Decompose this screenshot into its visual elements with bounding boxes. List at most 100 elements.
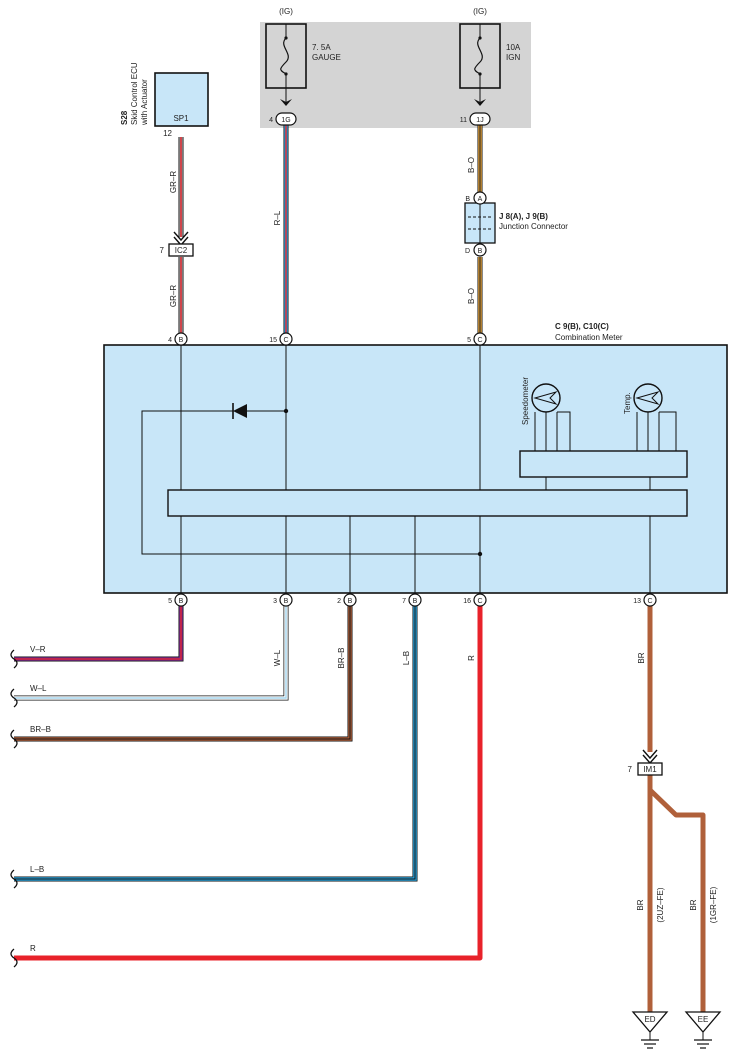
fuse-gauge-name: GAUGE	[312, 53, 341, 62]
pin-letter: B	[413, 598, 418, 605]
junction-pin-top-letter: A	[478, 196, 483, 203]
junction-dot	[477, 551, 483, 557]
wire-br-ee	[648, 788, 706, 1012]
fuse-gauge-supply: (IG)	[279, 7, 293, 16]
meter-main-module	[167, 489, 688, 517]
wire-label-r-vertical: R	[467, 655, 476, 661]
pin-letter: B	[348, 598, 353, 605]
fuse-ign-connector: 1J	[476, 117, 483, 124]
wire-label-r-l: R–L	[273, 210, 282, 225]
pin-letter: C	[283, 337, 288, 344]
fuse-ign-pin-number: 11	[460, 117, 467, 124]
wire-label-b-o-lower: B–O	[467, 288, 476, 304]
wire-l-b	[14, 606, 418, 882]
pin-number: 5	[168, 598, 172, 605]
pin-number: 4	[168, 337, 172, 344]
pin-number: 3	[273, 598, 277, 605]
speedometer-label: Speedometer	[521, 377, 530, 425]
wire-label-v-r: V–R	[30, 645, 46, 654]
speedometer-gauge-icon	[531, 383, 561, 413]
wire-label-br-ed: BR	[636, 899, 645, 910]
wire-label-br-ee: BR	[689, 899, 698, 910]
fuse-ign-name: IGN	[506, 53, 520, 62]
pin-number: 5	[467, 337, 471, 344]
combination-meter: C 9(B), C10(C) Combination Meter	[103, 322, 728, 594]
ic2-label: IC2	[175, 246, 188, 255]
fuse-gauge-pin-number: 4	[269, 117, 273, 124]
ecu-name-2: with Actuator	[140, 79, 149, 126]
wire-label-w-l: W–L	[30, 684, 47, 693]
meter-top-pin: 4 B	[168, 332, 188, 346]
wire-label-r: R	[30, 944, 36, 953]
junction-pin-bottom-letter: B	[478, 248, 483, 255]
wire-label-l-b: L–B	[30, 865, 44, 874]
ecu-code: S28	[120, 110, 129, 125]
temp-label: Temp.	[623, 392, 632, 414]
junction-pin-bottom-label: D	[465, 248, 470, 255]
meter-top-pin: 15 C	[269, 332, 293, 346]
fuse-ign-pin: 11 1J	[460, 112, 491, 126]
pin-number: 15	[269, 337, 277, 344]
ic2-pin: 7	[160, 246, 165, 255]
pin-letter: C	[477, 337, 482, 344]
meter-id: C 9(B), C10(C)	[555, 322, 609, 331]
wire-label-gr-r-lower: GR–R	[169, 285, 178, 307]
wire-label-b-o-upper: B–O	[467, 157, 476, 173]
meter-internal-wiring	[141, 345, 677, 593]
pin-letter: B	[179, 598, 184, 605]
meter-bottom-pin: 16 C	[463, 593, 487, 607]
meter-name: Combination Meter	[555, 333, 623, 342]
meter-bottom-pin: 7 B	[402, 593, 422, 607]
wire-break-marks	[10, 649, 18, 968]
ecu-pin-number: 12	[163, 129, 172, 138]
fuse-ign-rating: 10A	[506, 43, 521, 52]
ground-ee: EE	[684, 1011, 722, 1049]
im1-pin: 7	[628, 765, 633, 774]
meter-bottom-pin: 5 B	[168, 593, 188, 607]
wire-label-w-l-vertical: W–L	[273, 649, 282, 666]
fuse-gauge-rating: 7. 5A	[312, 43, 331, 52]
wire-label-gr-r-upper: GR–R	[169, 171, 178, 193]
wire-label-engine-ed: (2UZ–FE)	[656, 887, 665, 922]
ic2-connector: IC2 7	[160, 231, 194, 257]
meter-bottom-pin: 3 B	[273, 593, 293, 607]
pin-number: 2	[337, 598, 341, 605]
wire-label-l-b-vertical: L–B	[402, 651, 411, 665]
meter-top-pin: 5 C	[467, 332, 487, 346]
junction-name: Junction Connector	[499, 222, 568, 231]
junction-pin-top-label: B	[465, 196, 470, 203]
wire-br-b	[14, 606, 353, 742]
meter-bottom-pin: 2 B	[337, 593, 357, 607]
ground-ed: ED	[631, 1011, 669, 1049]
gauge-driver-module	[519, 450, 688, 478]
fuse-ign-supply: (IG)	[473, 7, 487, 16]
wire-label-br-b-vertical: BR–B	[337, 648, 346, 669]
junction-dot	[283, 408, 289, 414]
pin-number: 7	[402, 598, 406, 605]
fuse-gauge-symbol	[280, 37, 289, 75]
wire-w-l	[14, 606, 289, 701]
pin-letter: B	[179, 337, 184, 344]
junction-pin-top: B A	[465, 191, 487, 205]
pin-letter: C	[477, 598, 482, 605]
fuse-gauge-connector: 1G	[281, 117, 290, 124]
ecu-terminal-label: SP1	[173, 114, 189, 123]
junction-connector: J 8(A), J 9(B) Junction Connector	[464, 202, 568, 244]
junction-pin-bottom: D B	[465, 243, 487, 257]
fuse-ign-arrow-icon	[474, 99, 486, 106]
junction-id: J 8(A), J 9(B)	[499, 212, 548, 221]
wire-r	[14, 606, 483, 961]
wire-label-engine-ee: (1GR–FE)	[709, 886, 718, 923]
meter-bottom-pin: 13 C	[633, 593, 657, 607]
fuse-ign: (IG) 10A IGN	[459, 7, 521, 106]
wire-label-br-b: BR–B	[30, 725, 51, 734]
fuse-gauge: (IG) 7. 5A GAUGE	[265, 7, 341, 106]
fuse-gauge-arrow-icon	[280, 99, 292, 106]
ground-ee-label: EE	[698, 1015, 709, 1024]
ground-ed-label: ED	[644, 1015, 655, 1024]
fuse-ign-symbol	[474, 37, 483, 75]
diode-icon	[232, 403, 247, 419]
wire-label-br-vertical: BR	[637, 652, 646, 663]
pin-number: 13	[633, 598, 641, 605]
